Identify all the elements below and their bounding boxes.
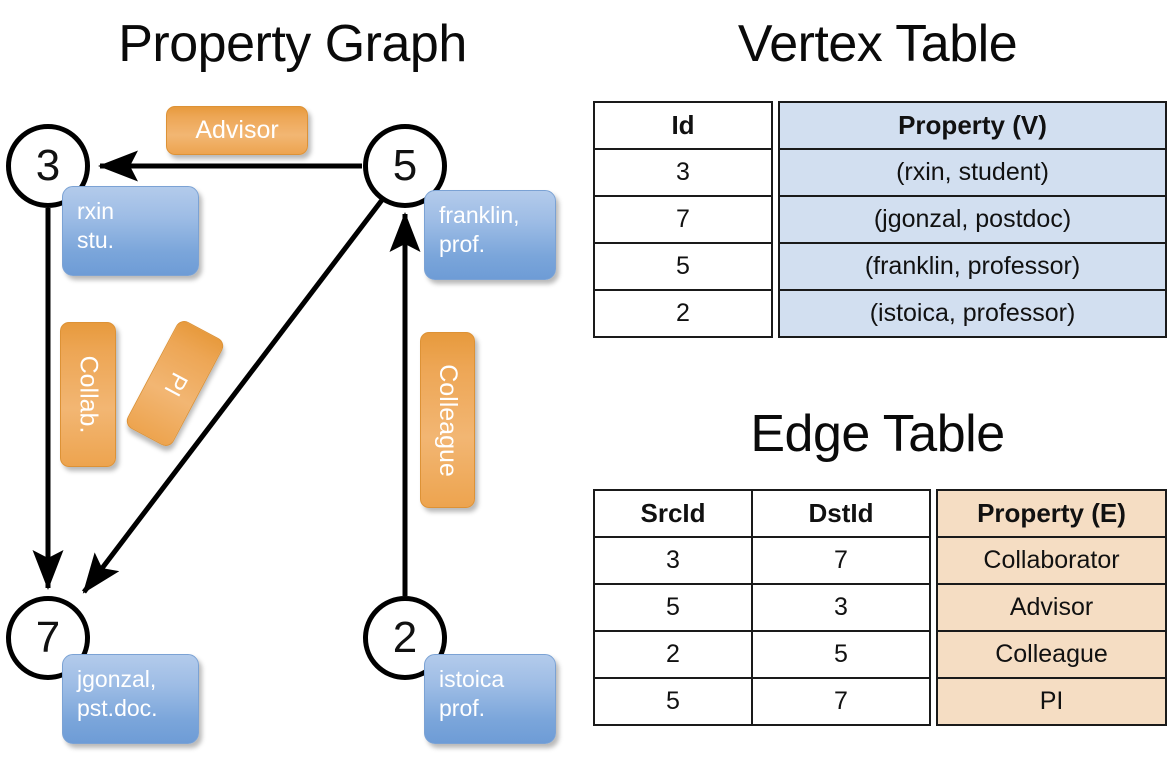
vertex-cell-property: (rxin, student) — [778, 148, 1167, 197]
graph-node-3-label: 3 — [35, 141, 61, 190]
edge-cell-src: 5 — [593, 583, 753, 632]
edge-table-header-srcid: SrcId — [593, 489, 753, 538]
vertex-cell-id: 5 — [593, 242, 773, 291]
column-gap — [930, 490, 937, 537]
vertex-property-box-jgonzal[interactable]: jgonzal, pst.doc. — [62, 654, 199, 744]
edge-cell-dst: 5 — [751, 630, 931, 679]
page-title-property-graph: Property Graph — [118, 15, 467, 73]
edge-label-collab-text: Collab. — [74, 355, 103, 434]
edge-label-advisor[interactable]: Advisor — [166, 106, 308, 155]
vertex-cell-property: (jgonzal, postdoc) — [778, 195, 1167, 244]
vertex-property-istoica-line2: prof. — [439, 695, 486, 722]
vertex-table-header-id: Id — [593, 101, 773, 150]
page-title-edge-table: Edge Table — [750, 405, 1005, 463]
table-row: 5 7 PI — [593, 677, 1167, 726]
edge-cell-src: 5 — [593, 677, 753, 726]
graph-node-5-label: 5 — [392, 141, 418, 190]
vertex-table: Id Property (V) 3 (rxin, student) 7 (jgo… — [593, 101, 1167, 338]
table-row: 2 5 Colleague — [593, 630, 1167, 679]
column-gap — [772, 102, 779, 149]
column-gap — [930, 631, 937, 678]
edge-cell-src: 2 — [593, 630, 753, 679]
graph-edges-svg — [32, 150, 421, 596]
edge-cell-dst: 7 — [751, 677, 931, 726]
edge-label-pi-text: PI — [158, 367, 193, 401]
graph-node-2[interactable]: 2 — [363, 596, 447, 680]
vertex-cell-id: 7 — [593, 195, 773, 244]
column-gap — [930, 584, 937, 631]
graph-node-2-label: 2 — [392, 613, 418, 662]
edge-cell-dst: 7 — [751, 536, 931, 585]
edge-label-colleague-text: Colleague — [434, 363, 462, 477]
edge-table-header-dstid: DstId — [751, 489, 931, 538]
vertex-cell-property: (franklin, professor) — [778, 242, 1167, 291]
graph-node-5[interactable]: 5 — [363, 124, 447, 208]
vertex-property-box-rxin[interactable]: rxin stu. — [62, 186, 199, 276]
column-gap — [772, 243, 779, 290]
edge-cell-property: Advisor — [936, 583, 1167, 632]
edge-label-collab[interactable]: Collab. — [60, 322, 116, 467]
vertex-property-rxin-line2: stu. — [77, 227, 115, 254]
page-title-vertex-table: Vertex Table — [737, 15, 1018, 73]
table-row: 3 7 Collaborator — [593, 536, 1167, 585]
vertex-cell-property: (istoica, professor) — [778, 289, 1167, 338]
edge-table-header-row: SrcId DstId Property (E) — [593, 489, 1167, 538]
property-graph-diagram: 3 5 7 2 rxin stu. franklin, prof. jgonza… — [6, 106, 556, 744]
edge-label-colleague[interactable]: Colleague — [420, 332, 475, 508]
edge-cell-src: 3 — [593, 536, 753, 585]
table-row: 2 (istoica, professor) — [593, 289, 1167, 338]
vertex-property-franklin-line1: franklin, — [439, 202, 520, 228]
edge-table-header-property: Property (E) — [936, 489, 1167, 538]
vertex-table-header-property: Property (V) — [778, 101, 1167, 150]
edge-table: SrcId DstId Property (E) 3 7 Collaborato… — [593, 489, 1167, 726]
column-gap — [772, 149, 779, 196]
vertex-property-jgonzal-line1: jgonzal, — [77, 666, 157, 692]
table-row: 5 3 Advisor — [593, 583, 1167, 632]
column-gap — [772, 196, 779, 243]
vertex-property-box-istoica[interactable]: istoica prof. — [424, 654, 556, 744]
column-gap — [930, 537, 937, 584]
edge-cell-property: Collaborator — [936, 536, 1167, 585]
vertex-cell-id: 2 — [593, 289, 773, 338]
edge-cell-property: PI — [936, 677, 1167, 726]
graph-node-7-label: 7 — [35, 613, 61, 662]
vertex-property-box-franklin[interactable]: franklin, prof. — [424, 190, 556, 280]
vertex-table-header-row: Id Property (V) — [593, 101, 1167, 150]
vertex-property-franklin-line2: prof. — [439, 231, 486, 258]
edge-cell-dst: 3 — [751, 583, 931, 632]
edge-cell-property: Colleague — [936, 630, 1167, 679]
edge-label-advisor-text: Advisor — [195, 116, 279, 144]
vertex-property-rxin-line1: rxin — [77, 198, 115, 224]
column-gap — [772, 290, 779, 337]
vertex-property-istoica-line1: istoica — [439, 666, 505, 692]
table-row: 7 (jgonzal, postdoc) — [593, 195, 1167, 244]
column-gap — [930, 678, 937, 725]
vertex-cell-id: 3 — [593, 148, 773, 197]
table-row: 3 (rxin, student) — [593, 148, 1167, 197]
table-row: 5 (franklin, professor) — [593, 242, 1167, 291]
edge-arrow-pi — [82, 194, 387, 594]
vertex-property-jgonzal-line2: pst.doc. — [77, 695, 158, 722]
